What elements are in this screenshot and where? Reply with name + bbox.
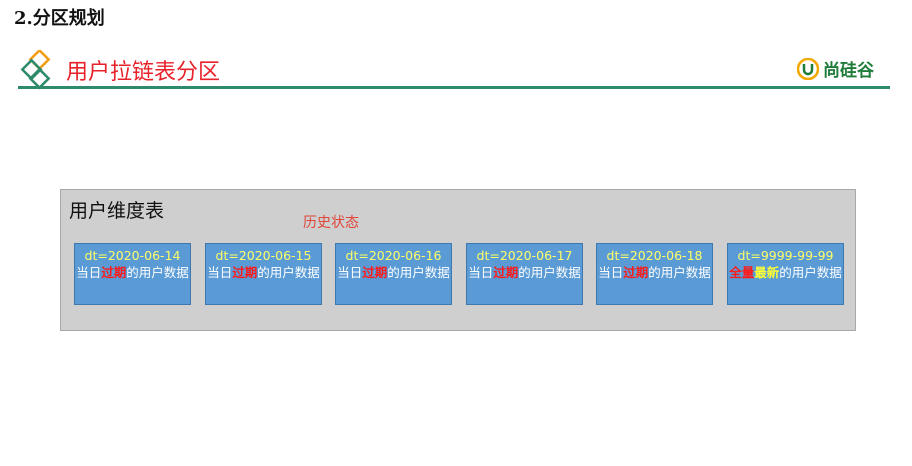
brand-u-icon <box>797 57 819 80</box>
partition-box-current: dt=9999-99-99 全量最新的用户数据 <box>727 243 844 305</box>
partition-text-post: 的用户数据 <box>518 265 581 280</box>
partition-text-post: 的用户数据 <box>257 265 320 280</box>
partition-text-emph: 过期 <box>101 265 127 280</box>
partition-dt: dt=2020-06-18 <box>606 248 703 263</box>
partition-text-emph: 过期 <box>493 265 519 280</box>
partition-dt: dt=2020-06-17 <box>476 248 573 263</box>
partition-text-emph: 过期 <box>232 265 258 280</box>
partition-text-pre: 当日 <box>207 265 233 280</box>
partition-box: dt=2020-06-18 当日过期的用户数据 <box>596 243 713 305</box>
brand-name: 尚硅谷 <box>823 61 874 81</box>
partition-text-emph-full: 全量 <box>729 265 755 280</box>
slide-title: 用户拉链表分区 <box>66 60 221 85</box>
partition-text-post: 的用户数据 <box>648 265 711 280</box>
partition-text-pre: 当日 <box>468 265 494 280</box>
slide-title-bar: 用户拉链表分区 尚硅谷 <box>18 44 890 90</box>
partition-text-post: 的用户数据 <box>387 265 450 280</box>
partition-dt: dt=2020-06-15 <box>215 248 312 263</box>
section-heading: 2.分区规划 <box>14 8 105 29</box>
partition-box: dt=2020-06-14 当日过期的用户数据 <box>74 243 191 305</box>
partition-dt: dt=2020-06-14 <box>84 248 181 263</box>
partition-text-pre: 当日 <box>337 265 363 280</box>
brand-logo: 尚硅谷 <box>797 56 874 81</box>
partition-text-emph: 过期 <box>623 265 649 280</box>
partition-text-emph-latest: 最新 <box>754 265 780 280</box>
history-state-label: 历史状态 <box>303 215 359 231</box>
partition-dt: dt=2020-06-16 <box>345 248 442 263</box>
partition-dt: dt=9999-99-99 <box>737 248 834 263</box>
partition-text-pre: 当日 <box>598 265 624 280</box>
panel-title: 用户维度表 <box>69 200 165 222</box>
partition-text-post: 的用户数据 <box>779 265 842 280</box>
partition-text-emph: 过期 <box>362 265 388 280</box>
partition-text-pre: 当日 <box>76 265 102 280</box>
title-divider <box>18 86 890 89</box>
diamond-logo-icon <box>20 50 51 90</box>
partition-box: dt=2020-06-17 当日过期的用户数据 <box>466 243 583 305</box>
user-dimension-table-panel: 用户维度表 历史状态 dt=2020-06-14 当日过期的用户数据 dt=20… <box>60 189 856 331</box>
partition-text-post: 的用户数据 <box>126 265 189 280</box>
partition-box: dt=2020-06-16 当日过期的用户数据 <box>335 243 452 305</box>
partition-box: dt=2020-06-15 当日过期的用户数据 <box>205 243 322 305</box>
